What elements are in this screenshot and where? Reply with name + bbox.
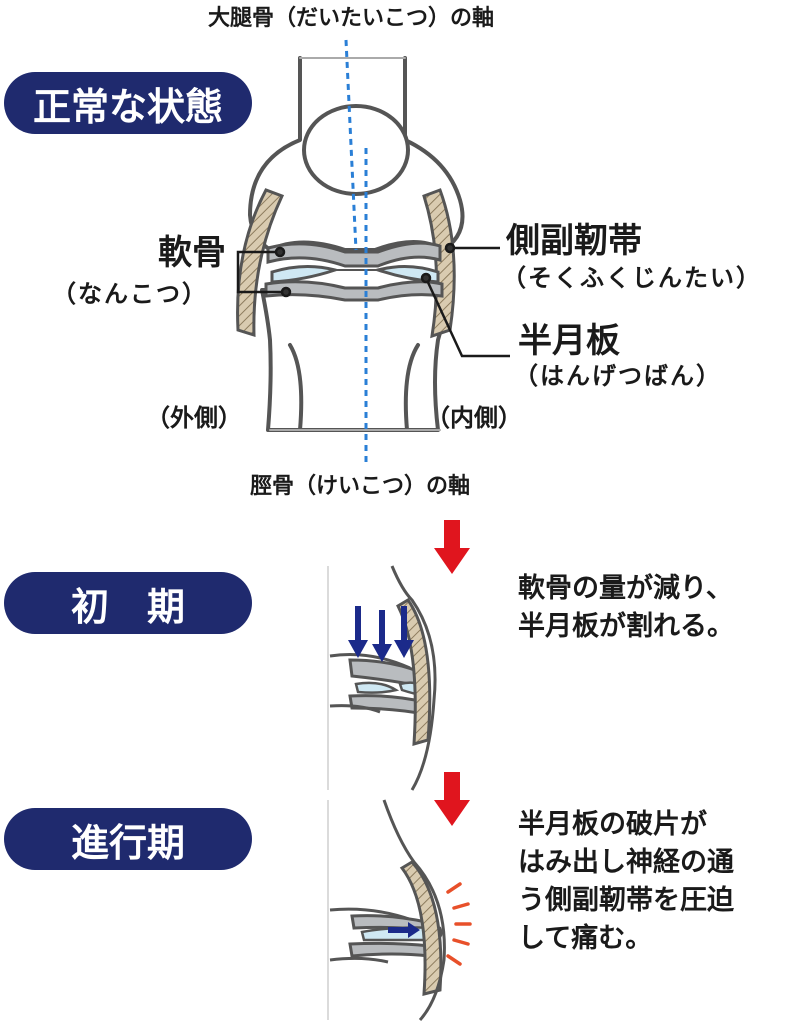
inner-side-label: （内側）: [426, 404, 522, 432]
early-description-line: 軟骨の量が減り、: [518, 573, 733, 604]
advanced-lower-cartilage: [348, 941, 432, 958]
pressure-arrow-3: [394, 606, 414, 658]
pressure-arrow-1: [348, 606, 368, 658]
down-arrow-2: [434, 772, 470, 826]
section-advanced: 進行期: [4, 808, 252, 870]
advanced-description-line: う側副靭帯を圧迫: [518, 885, 734, 916]
femur-axis-line: [344, 39, 358, 251]
early-stage-detail: [327, 565, 437, 791]
early-lower-cartilage: [348, 694, 426, 716]
upper-cartilage: [266, 241, 442, 268]
advanced-description-line: はみ出し神経の通: [518, 847, 734, 878]
meniscus-leader: [424, 277, 510, 358]
pressure-arrow-2: [372, 610, 392, 662]
joint-space: [264, 241, 444, 302]
early-description: 軟骨の量が減り、 半月板が割れる。: [518, 570, 734, 646]
early-ligament: [396, 597, 432, 747]
lower-cartilage: [264, 280, 444, 302]
meniscus-label: 半月板: [518, 321, 620, 361]
leader-lines: [236, 242, 510, 358]
tibia: [260, 288, 454, 432]
pain-rays: [446, 882, 472, 966]
section-normal: 正常な状態: [4, 72, 252, 134]
advanced-description: 半月板の破片が はみ出し神経の通 う側副靭帯を圧迫 して痛む。: [518, 806, 734, 958]
early-description-line: 半月板が割れる。: [518, 611, 734, 642]
cartilage-label: 軟骨: [158, 233, 226, 273]
outer-side-label: （外側）: [146, 404, 242, 432]
down-arrow-1: [434, 520, 470, 574]
section-early: 初 期: [4, 572, 252, 634]
early-meniscus-a: [354, 681, 400, 694]
advanced-description-line: して痛む。: [518, 923, 653, 954]
femur-axis-label: 大腿骨（だいたいこつ）の軸: [208, 6, 495, 31]
ligament-label: 側副靭帯: [506, 221, 642, 261]
meniscus-reading: （はんげつばん）: [514, 362, 722, 390]
meniscus-left: [270, 264, 341, 284]
tibia-axis-label: 脛骨（けいこつ）の軸: [250, 474, 471, 499]
advanced-stage-detail: [327, 799, 472, 1022]
cartilage-reading: （なんこつ）: [52, 280, 208, 308]
lateral-ligament: [236, 188, 285, 338]
normal-knee: [248, 56, 465, 432]
ligament-reading: （そくふくじんたい）: [502, 264, 762, 292]
fragment-push-arrow: [388, 922, 420, 938]
patella: [302, 104, 410, 196]
medial-ligament: [422, 188, 456, 339]
advanced-description-line: 半月板の破片が: [518, 809, 707, 840]
pressure-arrows: [348, 606, 414, 662]
cartilage-leader: [236, 250, 284, 294]
advanced-ligament: [399, 860, 443, 996]
